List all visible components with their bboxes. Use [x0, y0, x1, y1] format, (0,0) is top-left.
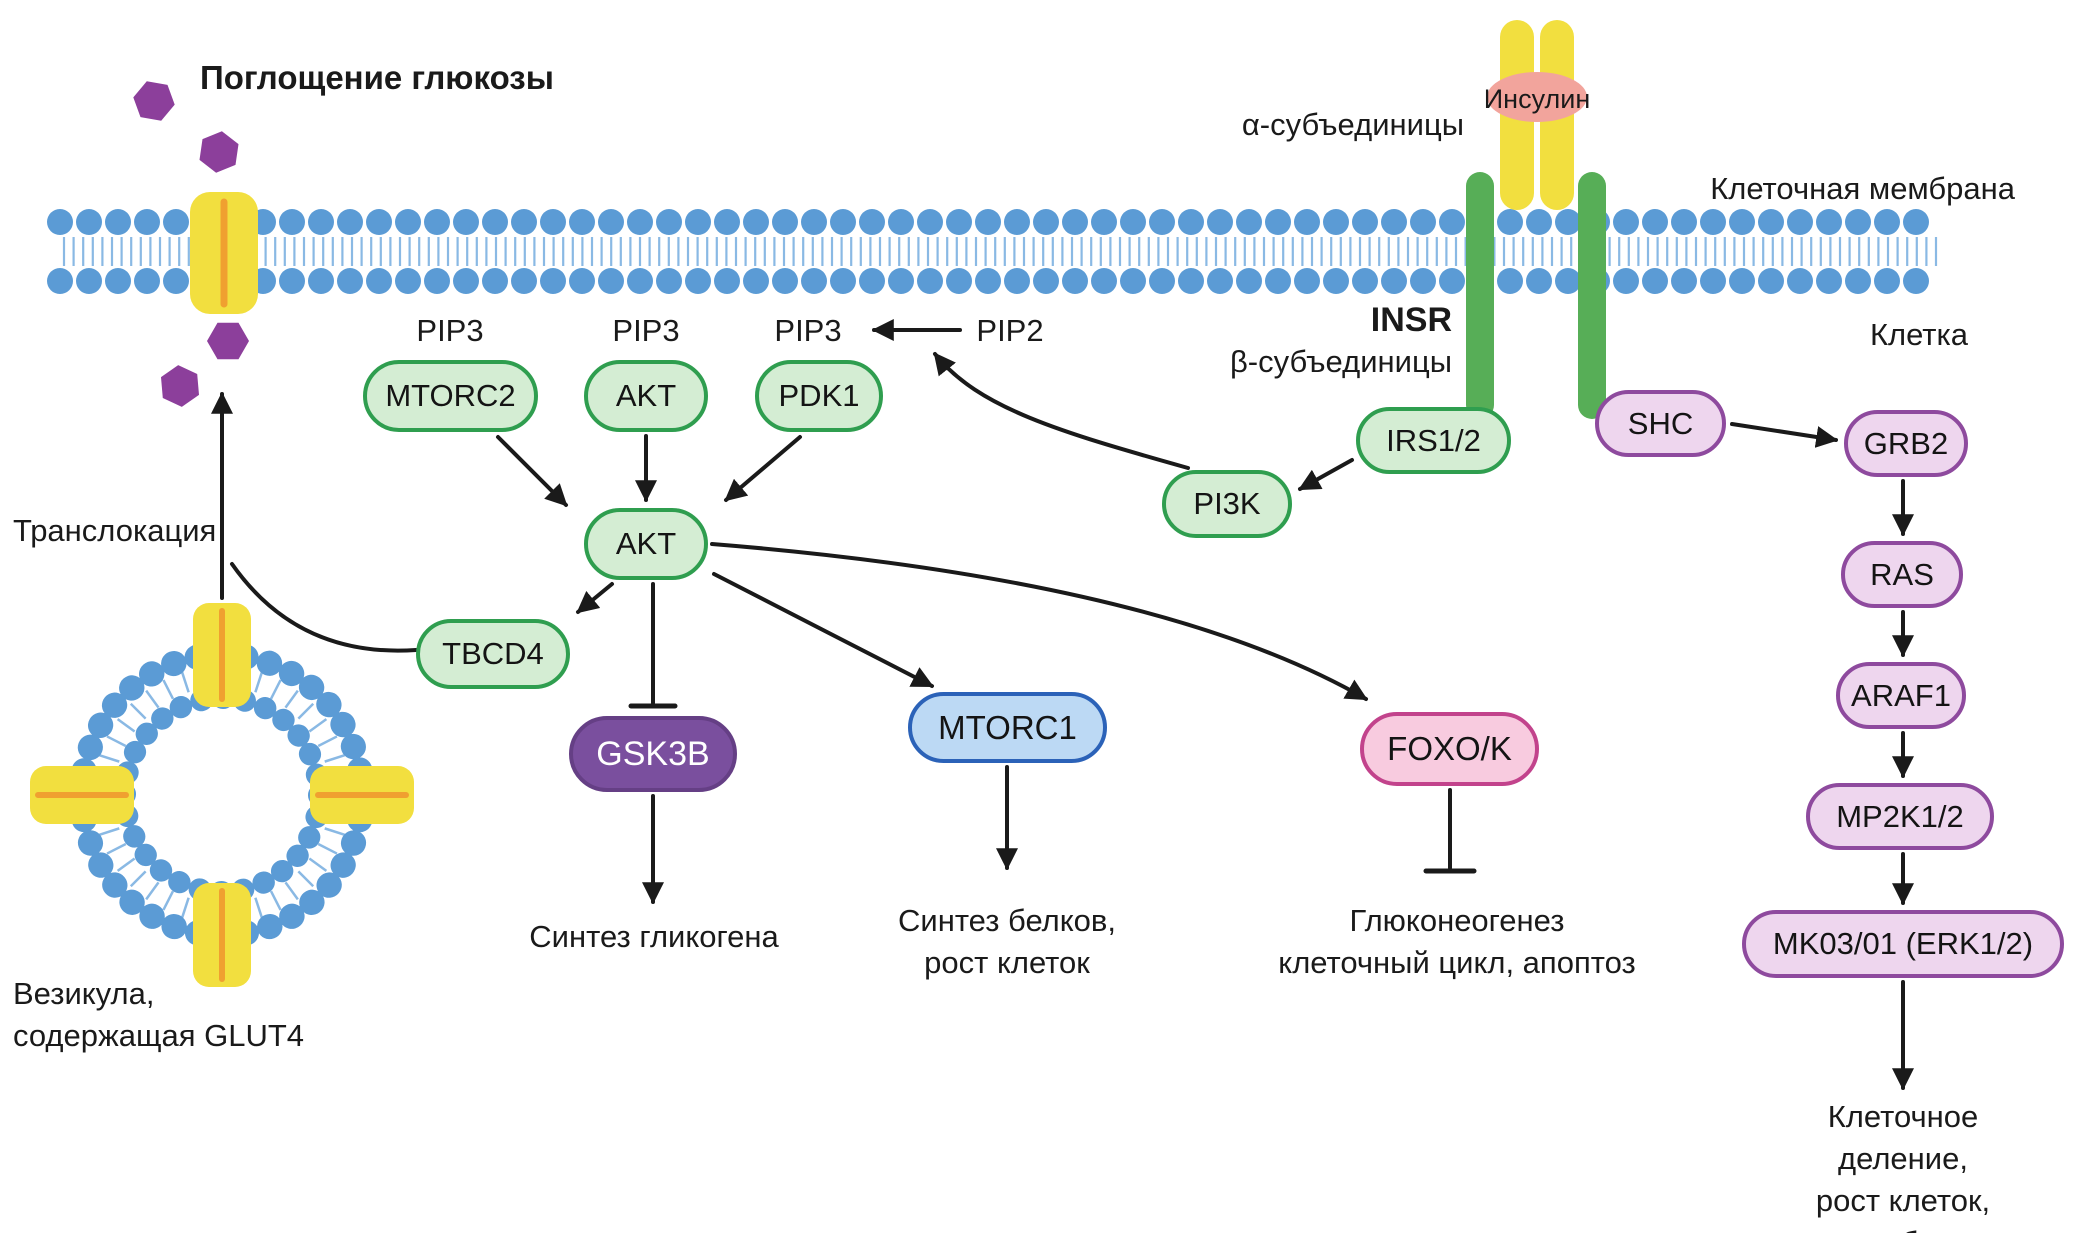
node-irs12: IRS1/2 [1356, 407, 1511, 474]
insulin-receptor-icon [1466, 20, 1606, 419]
node-mtorc1: MTORC1 [908, 692, 1107, 763]
pip2-label: PIP2 [976, 313, 1044, 348]
glut4-channel-membrane-icon [190, 192, 258, 314]
insulin-ligand-icon [1487, 72, 1587, 122]
glucose-uptake-label: Поглощение глюкозы [200, 59, 554, 96]
node-gsk3b: GSK3B [569, 716, 737, 792]
node-akt: AKT [584, 508, 708, 580]
arrow-irs12-pi3k [1298, 458, 1354, 491]
node-mk0301-erk12: MK03/01 (ERK1/2) [1742, 910, 2064, 978]
curve-tbcd4-translocation [230, 562, 418, 653]
arrow-akt-mtorc1 [712, 572, 934, 688]
cell-membrane-label: Клеточная мембрана [1710, 171, 2015, 206]
node-mtorc2: MTORC2 [363, 360, 538, 432]
node-grb2: GRB2 [1844, 410, 1968, 477]
beta-subunits-label: β-субъединицы [1229, 344, 1452, 379]
cell-membrane-bilayer [47, 209, 1938, 294]
arrow-shc-grb2 [1730, 422, 1839, 448]
node-pi3k: PI3K [1162, 470, 1292, 538]
glucose-molecules-icon [133, 81, 249, 407]
insr-beta-subunit-left [1466, 172, 1494, 419]
pathway-arrows [211, 319, 1914, 1091]
node-pdk1: PDK1 [755, 360, 883, 432]
translocation-label: Транслокация [13, 513, 217, 548]
node-shc: SHC [1595, 390, 1726, 457]
glycogen-synthesis-label: Синтез гликогена [529, 919, 779, 954]
arrow-pi3k-pip2 [933, 352, 1190, 470]
vesicle-label: Везикула, содержащая GLUT4 [13, 976, 305, 1053]
arrow-pdk1-akt [724, 435, 802, 502]
cell-label: Клетка [1869, 317, 1968, 352]
arrow-akt-tbcd4 [576, 582, 614, 614]
glut4-vesicle-channels-icon [30, 603, 414, 987]
node-akt-pip3: AKT [584, 360, 708, 432]
alpha-subunits-label: α-субъединицы [1241, 107, 1464, 142]
pip3-label-akt: PIP3 [612, 313, 680, 348]
node-araf1: ARAF1 [1836, 662, 1966, 729]
node-ras: RAS [1841, 541, 1963, 608]
insr-label: INSR [1370, 301, 1452, 339]
cell-division-label: Клеточное деление, рост клеток, синтез б… [1797, 1099, 2008, 1233]
pip3-label-pdk1: PIP3 [774, 313, 842, 348]
arrow-mtorc2-akt [496, 435, 568, 507]
gluconeogenesis-label: Глюконеогенез клеточный цикл, апоптоз [1278, 903, 1636, 980]
insr-beta-subunit-right [1578, 172, 1606, 419]
protein-synthesis-label: Синтез белков, рост клеток [898, 903, 1116, 980]
insulin-label: Инсулин [1483, 84, 1591, 114]
node-foxok: FOXO/K [1360, 712, 1539, 786]
pip3-label-mtorc2: PIP3 [416, 313, 484, 348]
node-tbcd4: TBCD4 [416, 619, 570, 689]
arrow-akt-foxok [710, 542, 1368, 701]
node-mp2k12: MP2K1/2 [1806, 783, 1994, 850]
